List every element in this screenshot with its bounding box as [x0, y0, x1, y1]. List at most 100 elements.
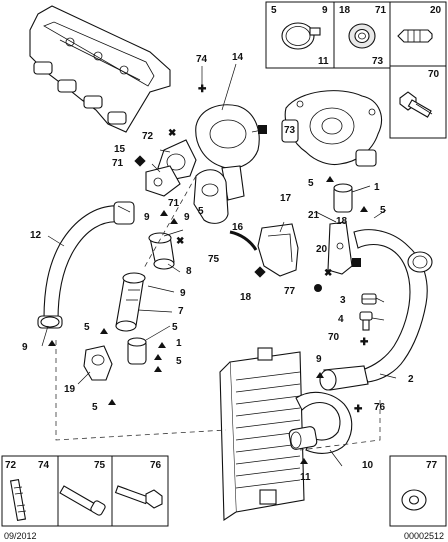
inset-box-bolt-70: 70 [389, 65, 447, 139]
triangle-marker [170, 218, 178, 224]
mount-17 [229, 223, 299, 277]
inset-label: 9 [322, 5, 328, 16]
triangle-marker [48, 340, 56, 346]
callout-4: 4 [338, 314, 344, 325]
callout-74: 74 [196, 54, 208, 65]
inset-label: 70 [428, 69, 440, 80]
throttle-elbow [195, 104, 260, 201]
inset-label: 73 [372, 56, 384, 67]
inset-label: 20 [430, 5, 442, 16]
callout-5a: 5 [198, 206, 204, 217]
footer-reference: 00002512 [404, 531, 444, 541]
callout-75: 75 [208, 254, 220, 265]
hose-7 [115, 272, 146, 332]
seal-ring-icon [348, 23, 376, 49]
clip-3 [361, 293, 377, 305]
sleeve-1-lower [127, 337, 147, 365]
intercooler [219, 347, 305, 522]
connector-71 [145, 165, 181, 197]
inset-box-77: 77 [389, 455, 447, 527]
square-marker [352, 258, 361, 267]
callout-9c: 9 [180, 288, 186, 299]
callout-72: 72 [142, 131, 154, 142]
inset-box-studs: 72 74 [1, 455, 59, 527]
bolt-icon [399, 91, 433, 118]
callout-5g: 5 [380, 205, 386, 216]
callout-77: 77 [284, 286, 296, 297]
square-marker [254, 266, 266, 278]
callout-11: 11 [300, 472, 311, 483]
callout-5d: 5 [176, 356, 182, 367]
cross-marker: ✚ [354, 404, 363, 415]
callout-18a: 18 [336, 216, 348, 227]
callout-73: 73 [284, 125, 296, 136]
hose-8 [148, 232, 175, 270]
inset-box-76: 76 [111, 455, 169, 527]
triangle-marker [108, 399, 116, 405]
bracket-21 [327, 221, 353, 275]
triangle-marker [316, 372, 324, 378]
pipe-2 [319, 229, 433, 391]
inset-label: 72 [5, 460, 17, 471]
inset-label: 74 [38, 460, 50, 471]
callout-70: 70 [328, 332, 340, 343]
stud-bolt-icon [397, 29, 433, 43]
callout-2: 2 [408, 374, 414, 385]
triangle-marker [100, 328, 108, 334]
callout-1b: 1 [374, 182, 380, 193]
elbow-16 [193, 169, 229, 224]
cross-marker: ✖ [324, 268, 332, 279]
triangle-marker [326, 176, 334, 182]
callout-19: 19 [64, 384, 76, 395]
callout-labels: 74 14 73 72 15 71 71 12 9 9 5 16 75 8 9 … [22, 52, 414, 483]
callout-5f: 5 [308, 178, 314, 189]
callout-5c: 5 [172, 322, 178, 333]
inset-box-stud: 20 [389, 1, 447, 67]
inset-label: 5 [271, 5, 277, 16]
cross-marker: ✚ [198, 84, 207, 95]
callout-10: 10 [362, 460, 374, 471]
leader-lines [41, 63, 397, 467]
callout-12: 12 [30, 230, 42, 241]
callout-9b: 9 [184, 212, 190, 223]
callout-5b: 5 [84, 322, 90, 333]
marker-symbols: ✚ ✖ ✖ ✖ ✚ ✚ [48, 84, 369, 464]
sleeve-1-upper [333, 183, 353, 213]
callout-20: 20 [316, 244, 328, 255]
socket-bolt-icon [59, 485, 106, 516]
callout-5e: 5 [92, 402, 98, 413]
triangle-marker [154, 366, 162, 372]
inset-label: 18 [339, 5, 351, 16]
cross-marker: ✖ [168, 128, 176, 139]
callout-7: 7 [178, 306, 184, 317]
callout-76: 76 [374, 402, 386, 413]
cross-marker: ✚ [360, 337, 369, 348]
inset-label: 71 [375, 5, 387, 16]
intake-manifold [29, 5, 171, 133]
turbocharger [281, 90, 382, 167]
triangle-marker [158, 342, 166, 348]
triangle-marker [360, 206, 368, 212]
flange-bolt-icon [114, 485, 163, 509]
inset-label: 11 [318, 56, 329, 67]
cross-marker: ✖ [176, 236, 184, 247]
bracket-19 [83, 345, 113, 381]
stud-icon [9, 478, 27, 522]
callout-17: 17 [280, 193, 292, 204]
callout-18b: 18 [240, 292, 252, 303]
square-marker [134, 155, 146, 167]
callout-21: 21 [308, 210, 320, 221]
triangle-marker [300, 458, 308, 464]
hose-12 [37, 201, 135, 329]
screw-4 [359, 311, 373, 331]
triangle-marker [154, 354, 162, 360]
callout-71b: 71 [168, 198, 180, 209]
inset-box-clamp: 5 9 11 [265, 1, 335, 69]
callout-15: 15 [114, 144, 126, 155]
square-marker [258, 125, 267, 134]
callout-14: 14 [232, 52, 244, 63]
callout-9a: 9 [144, 212, 150, 223]
footer-date: 09/2012 [4, 531, 37, 541]
inset-box-seal: 18 71 73 [333, 1, 391, 69]
